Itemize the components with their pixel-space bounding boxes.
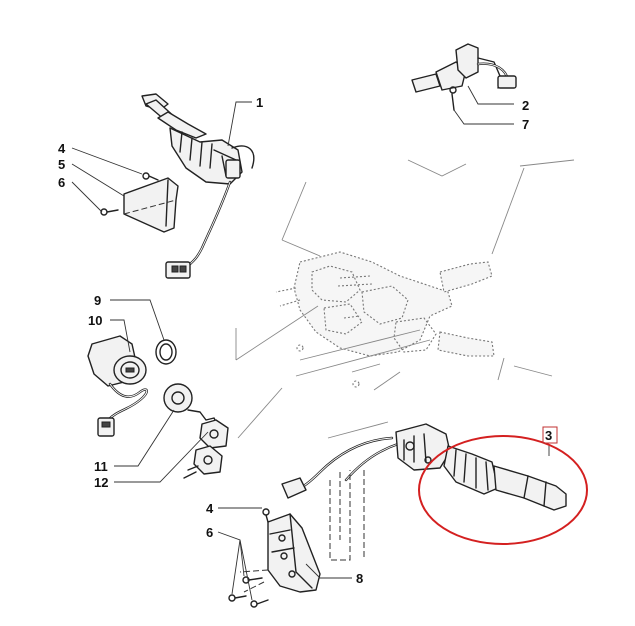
bracket-assembly-upper: [100, 172, 179, 233]
callout-4-lower: 4: [206, 501, 214, 516]
callout-9: 9: [94, 293, 101, 308]
callout-leader-lines: [71, 85, 550, 601]
part-11-bezel-ring: [163, 383, 193, 413]
part-3-lever-switch: [281, 423, 567, 511]
part-1-multifunction-switch: [141, 93, 255, 279]
callout-3: 3: [545, 428, 552, 443]
screws-lower: [228, 508, 270, 608]
central-assembly-ghost: [275, 251, 495, 391]
callout-10: 10: [88, 313, 102, 328]
callout-11: 11: [94, 459, 108, 474]
callout-labels: 1 2 7 4 5 6 9 10 11 12 3 4 6 8: [58, 95, 552, 586]
part-9-retaining-ring: [155, 339, 177, 365]
callout-1: 1: [256, 95, 263, 110]
highlight-circle: [418, 435, 588, 545]
callout-6-upper: 6: [58, 175, 65, 190]
callout-7: 7: [522, 117, 529, 132]
callout-12: 12: [94, 475, 108, 490]
assembly-leader-lines: [235, 159, 575, 439]
part-10-ignition-lock: [87, 335, 148, 437]
part-12-keys: [183, 409, 229, 479]
callout-4-upper: 4: [58, 141, 66, 156]
callout-2: 2: [522, 98, 529, 113]
callout-6-lower: 6: [206, 525, 213, 540]
callout-5: 5: [58, 157, 65, 172]
part-8-mounting-bracket: [239, 470, 365, 593]
part-2-lever-switch: [411, 43, 517, 111]
highlight-box: [542, 426, 558, 444]
callout-8: 8: [356, 571, 363, 586]
